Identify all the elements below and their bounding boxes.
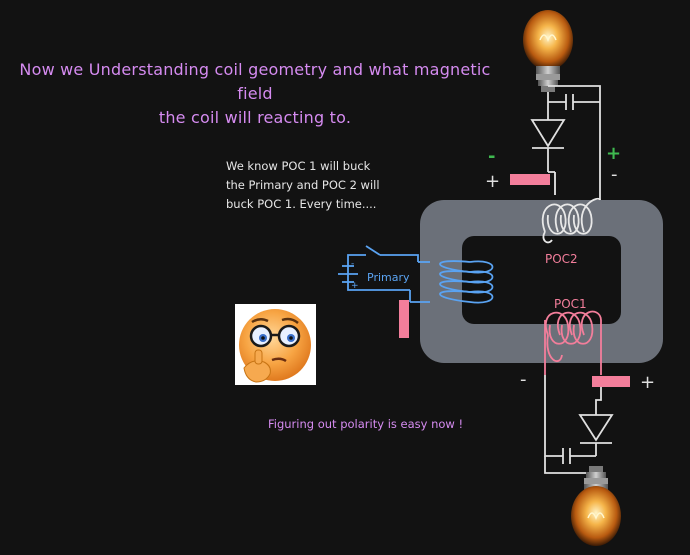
explanation-note: We know POC 1 will buck the Primary and …: [226, 157, 426, 214]
bottom-circuit-wiring: [544, 375, 614, 478]
polarity-top-right-minus: -: [611, 164, 618, 185]
primary-contact-bar: [399, 300, 409, 338]
transformer-core: [420, 200, 663, 363]
top-bulb-icon: [523, 10, 573, 92]
heading-line-1: Now we Understanding coil geometry and w…: [19, 60, 491, 103]
polarity-bottom-right-plus: +: [640, 372, 655, 393]
primary-label: Primary: [367, 271, 410, 284]
heading-line-2: the coil will reacting to.: [158, 108, 352, 127]
battery-minus-label: -: [351, 259, 354, 269]
footer-note: Figuring out polarity is easy now !: [268, 417, 464, 431]
polarity-top-left-minus: -: [488, 146, 495, 167]
bottom-contact-bar: [592, 376, 630, 387]
note-line-2: the Primary and POC 2 will: [226, 178, 380, 192]
poc2-coil: [541, 172, 601, 244]
polarity-top-left-plus: +: [485, 171, 500, 192]
top-contact-bar: [510, 174, 550, 185]
battery-plus-label: +: [351, 281, 359, 291]
top-circuit-wiring: [530, 85, 601, 200]
thinking-emoji-icon: [235, 304, 316, 385]
poc2-label: POC2: [545, 252, 578, 266]
polarity-bottom-left-minus: -: [520, 369, 527, 390]
bottom-bulb-icon: [571, 466, 621, 546]
poc1-label: POC1: [554, 297, 587, 311]
note-line-1: We know POC 1 will buck: [226, 159, 371, 173]
primary-coil: [338, 245, 494, 304]
heading: Now we Understanding coil geometry and w…: [0, 58, 510, 130]
note-line-3: buck POC 1. Every time....: [226, 197, 377, 211]
poc1-coil: [544, 310, 602, 375]
polarity-top-right-plus: +: [606, 143, 621, 164]
